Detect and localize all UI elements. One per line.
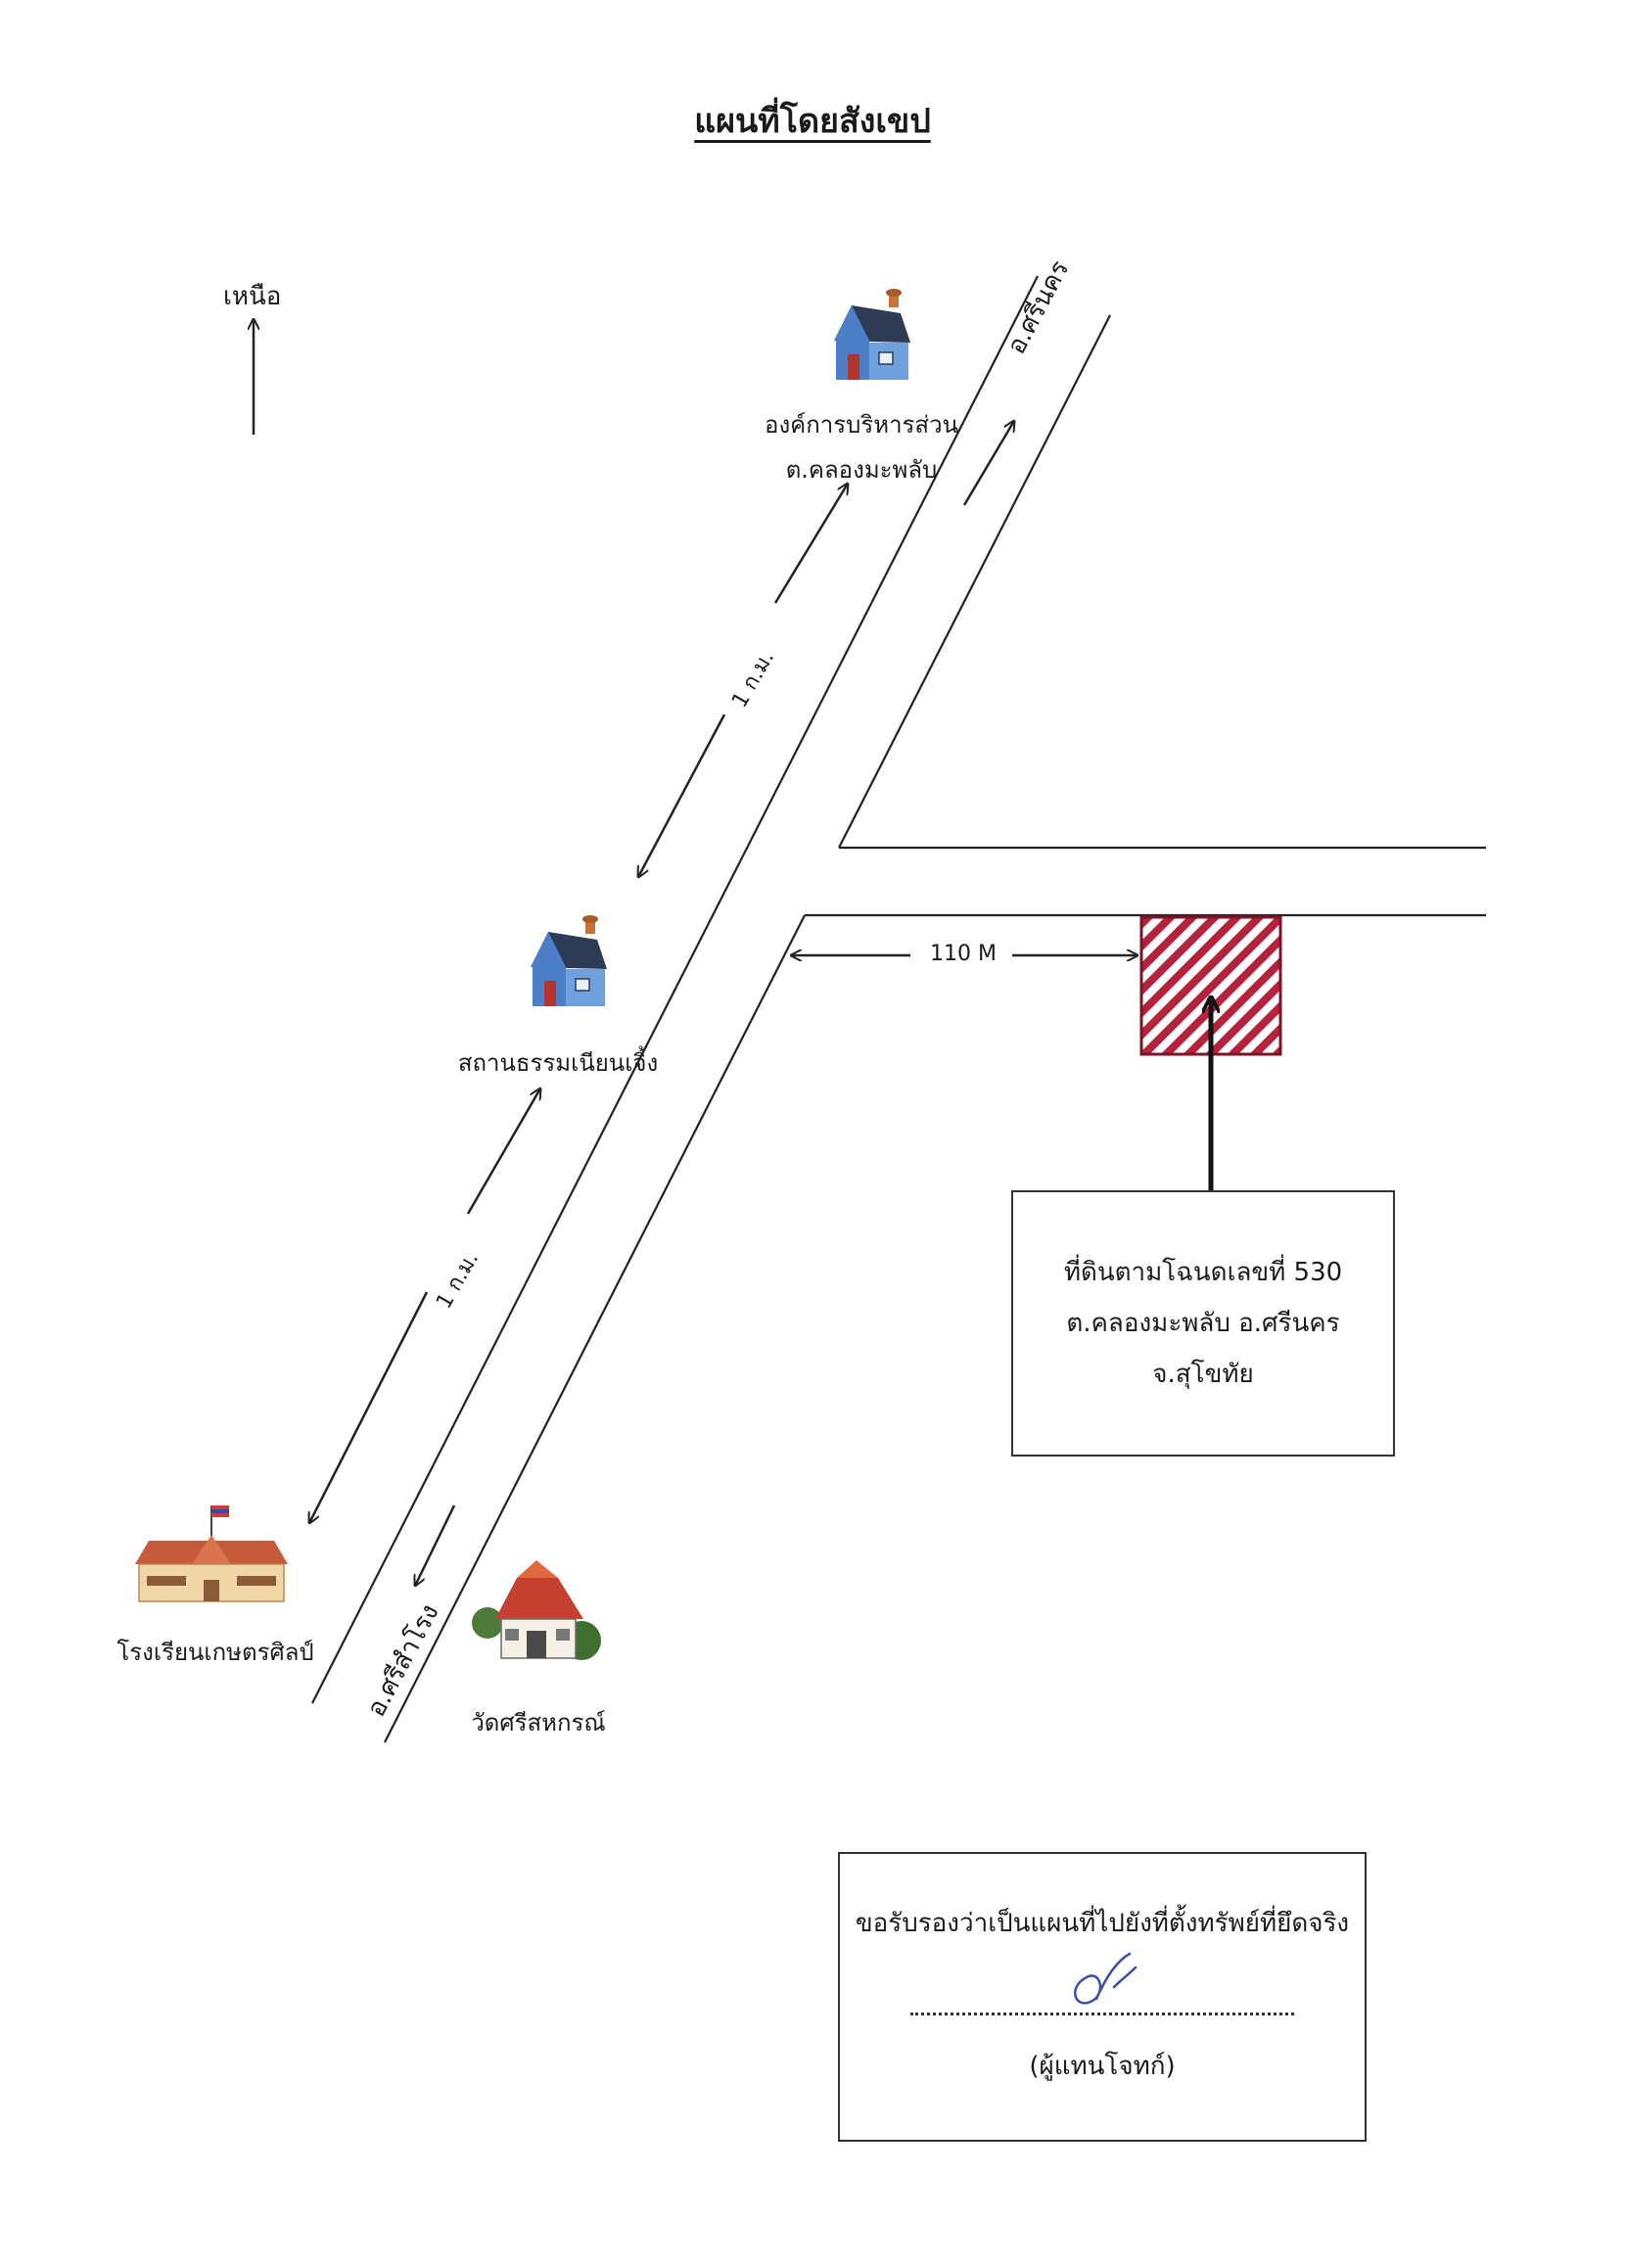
- place-temple: วัดศรีสหกรณ์: [471, 1709, 606, 1736]
- place-shrine: สถานธรรมเนียนเจิ้ง: [457, 1049, 659, 1077]
- parcel-line1: ที่ดินตามโฉนดเลขที่ 530: [1063, 1258, 1343, 1287]
- certification-box: ขอรับรองว่าเป็นแผนที่ไปยังที่ตั้งทรัพย์ท…: [838, 1852, 1367, 2142]
- north-label: เหนือ: [223, 282, 282, 311]
- distance-label-parcel: 110 M: [930, 942, 997, 966]
- school-icon: [135, 1505, 288, 1602]
- place-sao-line2: ต.คลองมะพลับ: [785, 456, 938, 484]
- certification-role: (ผู้แทนโจทก์): [1029, 2052, 1176, 2081]
- temple-icon: [472, 1560, 601, 1660]
- parcel-line2: ต.คลองมะพลับ อ.ศรีนคร: [1066, 1309, 1340, 1338]
- house-icon: [530, 914, 608, 1007]
- place-school: โรงเรียนเกษตรศิลป์: [116, 1639, 314, 1666]
- parcel-description-box: ที่ดินตามโฉนดเลขที่ 530 ต.คลองมะพลับ อ.ศ…: [1011, 1190, 1395, 1457]
- parcel-line3: จ.สุโขทัย: [1152, 1360, 1254, 1389]
- signature: [1074, 1952, 1138, 2005]
- certification-statement: ขอรับรองว่าเป็นแผนที่ไปยังที่ตั้งทรัพย์ท…: [855, 1909, 1350, 1938]
- signature-line: [910, 2013, 1294, 2015]
- place-sao-line1: องค์การบริหารส่วน: [765, 411, 958, 439]
- house-icon: [833, 288, 911, 381]
- map-title: แผนที่โดยสังเขป: [694, 102, 931, 141]
